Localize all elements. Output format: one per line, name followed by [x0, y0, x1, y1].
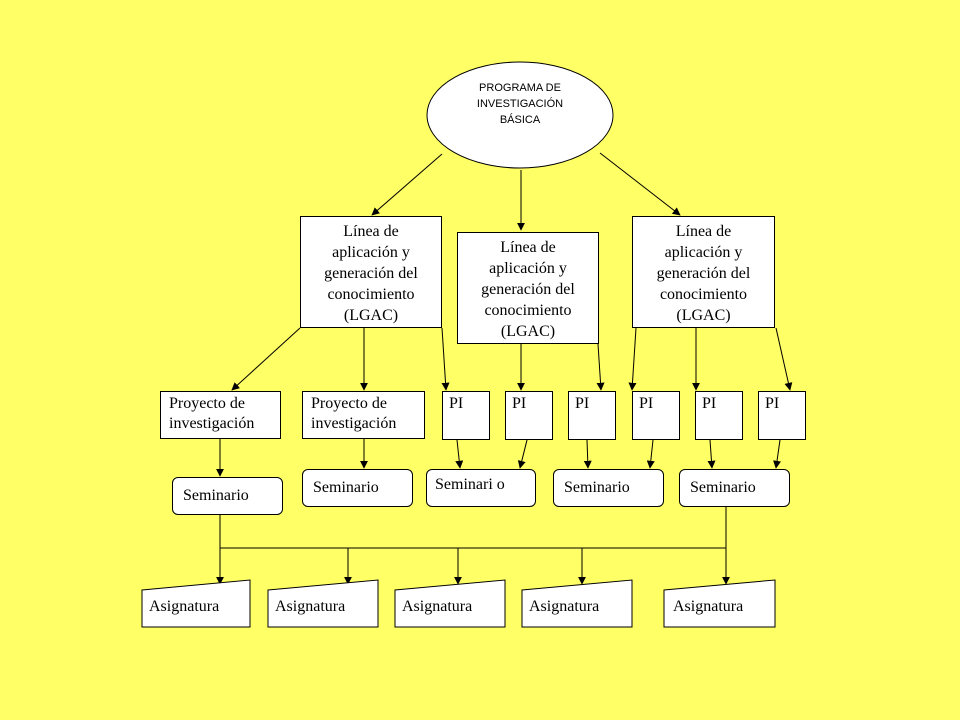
- lgac-line: generación del: [324, 265, 418, 282]
- lgac-line: conocimiento: [327, 286, 415, 303]
- proyecto-line: investigación: [169, 415, 255, 432]
- asignatura-label-4: Asignatura: [529, 598, 600, 615]
- lgac-line: Línea de: [675, 223, 732, 240]
- asignatura-shape-5: [663, 579, 776, 628]
- arrow-lgac3-to-pi6: [775, 327, 793, 391]
- asignatura-label-2: Asignatura: [275, 598, 346, 615]
- program-line: INVESTIGACIÓN: [476, 98, 564, 110]
- lgac-line: (LGAC): [343, 307, 399, 324]
- program-ellipse: [426, 61, 614, 169]
- pi-box-5: PI: [695, 391, 743, 440]
- lgac-line: aplicación y: [489, 260, 567, 277]
- seminario-box-1: Seminario: [172, 477, 283, 515]
- arrow-pi5-to-seminario5: [707, 439, 716, 469]
- arrow-program-to-lgac-left: [371, 153, 443, 216]
- lgac-line: Línea de: [500, 239, 556, 256]
- arrow-lgac3-to-pi4: [628, 327, 637, 391]
- proyecto-box-2: Proyecto de investigación: [302, 391, 425, 439]
- lgac-box-left: Línea de aplicación y generación del con…: [300, 216, 442, 328]
- asignatura-label-3: Asignatura: [402, 598, 473, 615]
- program-line: PROGRAMA DE: [479, 82, 561, 94]
- asignatura-label-5: Asignatura: [673, 598, 744, 615]
- lgac-line: conocimiento: [484, 302, 572, 319]
- arrow-pi4-to-seminario4: [646, 439, 655, 469]
- lgac-line: (LGAC): [500, 323, 556, 340]
- proyecto-line: investigación: [311, 415, 397, 432]
- seminario-box-5: Seminario: [679, 469, 790, 507]
- lgac-line: generación del: [656, 265, 751, 282]
- arrow-pi6-to-seminario5: [773, 439, 781, 469]
- seminario-box-2: Seminario: [302, 469, 413, 507]
- arrow-lgac1-to-pi1: [441, 327, 450, 391]
- asignatura-shape-3: [394, 579, 506, 628]
- proyecto-line: Proyecto de: [169, 395, 245, 412]
- program-label: PROGRAMA DE INVESTIGACIÓN BÁSICA: [448, 80, 592, 128]
- lgac-box-center: Línea de aplicación y generación del con…: [457, 232, 599, 344]
- asignatura-shape-2: [267, 579, 379, 628]
- pi-box-2: PI: [505, 391, 553, 440]
- arrow-lgac1-to-proyecto1: [231, 327, 301, 391]
- lgac-box-right: Línea de aplicación y generación del con…: [632, 216, 775, 328]
- proyecto-line: Proyecto de: [311, 395, 387, 412]
- lgac-line: conocimiento: [659, 286, 748, 303]
- lgac-line: (LGAC): [676, 307, 731, 324]
- program-line: BÁSICA: [499, 114, 541, 126]
- proyecto-box-1: Proyecto de investigación: [160, 391, 281, 439]
- lgac-line: generación del: [481, 281, 575, 298]
- asignatura-shape-1: [141, 579, 251, 628]
- arrow-lgac2-to-pi3: [596, 343, 605, 391]
- lgac-line: aplicación y: [332, 244, 410, 261]
- arrow-pi2-to-seminario3: [517, 439, 528, 469]
- lgac-line: aplicación y: [664, 244, 743, 261]
- arrow-program-to-lgac-right: [599, 152, 681, 216]
- asignatura-label-1: Asignatura: [149, 598, 220, 615]
- pi-box-6: PI: [758, 391, 806, 440]
- asignatura-shape-4: [521, 579, 633, 628]
- pi-box-4: PI: [632, 391, 680, 440]
- pi-box-1: PI: [442, 391, 490, 440]
- seminario-box-3: Seminari o: [426, 469, 536, 507]
- arrow-pi1-to-seminario3: [455, 439, 464, 469]
- seminario-box-4: Seminario: [553, 469, 664, 507]
- pi-box-3: PI: [568, 391, 616, 440]
- lgac-line: Línea de: [343, 223, 399, 240]
- arrow-pi3-to-seminario4: [583, 439, 592, 469]
